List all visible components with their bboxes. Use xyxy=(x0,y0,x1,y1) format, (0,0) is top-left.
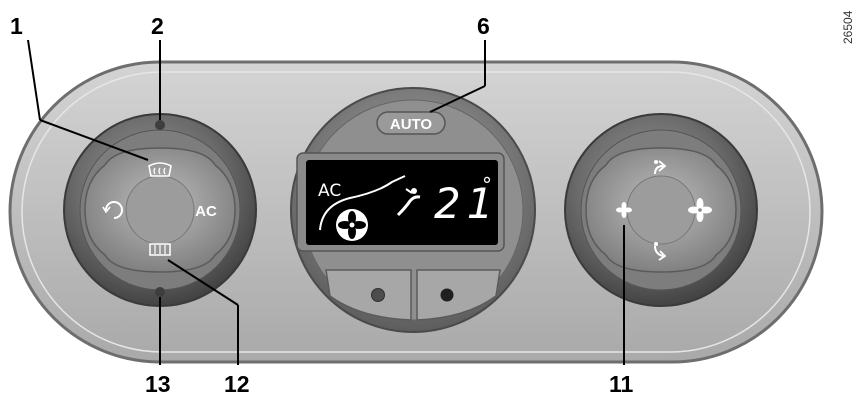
callout-lines xyxy=(27,39,625,365)
indicator-light-bottom xyxy=(155,287,165,297)
left-knob[interactable] xyxy=(63,113,257,307)
lcd-seat-icon xyxy=(396,188,421,217)
indicator-light-top xyxy=(155,120,165,130)
temperature-button-right[interactable] xyxy=(416,269,501,321)
callout-1: 1 xyxy=(10,13,23,39)
rear-demist-icon[interactable] xyxy=(149,243,171,256)
callout-11: 11 xyxy=(609,371,634,397)
lcd-temperature: 21 xyxy=(434,179,499,228)
figure-id: 26504 xyxy=(841,10,855,44)
auto-button[interactable] xyxy=(376,111,446,135)
callout-13: 13 xyxy=(145,371,171,397)
air-distribution-down-icon[interactable] xyxy=(654,242,667,261)
fan-small-icon[interactable] xyxy=(616,202,632,218)
defrost-windscreen-icon[interactable] xyxy=(148,162,172,177)
fan-large-icon[interactable] xyxy=(688,198,712,222)
lcd-airflow-curve xyxy=(319,175,406,231)
lcd-temperature-unit: ° xyxy=(482,173,492,197)
recirculation-icon[interactable] xyxy=(102,201,123,219)
lcd-ac-indicator: AC xyxy=(318,181,341,201)
left-ac-button[interactable]: AC xyxy=(195,203,217,220)
air-distribution-up-icon[interactable] xyxy=(654,160,667,175)
lcd-fan-icon xyxy=(336,209,368,241)
auto-label: AUTO xyxy=(390,116,433,133)
callout-6: 6 xyxy=(477,13,490,39)
control-panel-inner-edge xyxy=(21,71,811,353)
callout-12: 12 xyxy=(224,371,250,397)
right-knob[interactable] xyxy=(564,113,758,307)
temperature-button-left[interactable] xyxy=(325,269,412,321)
callout-2: 2 xyxy=(151,13,164,39)
